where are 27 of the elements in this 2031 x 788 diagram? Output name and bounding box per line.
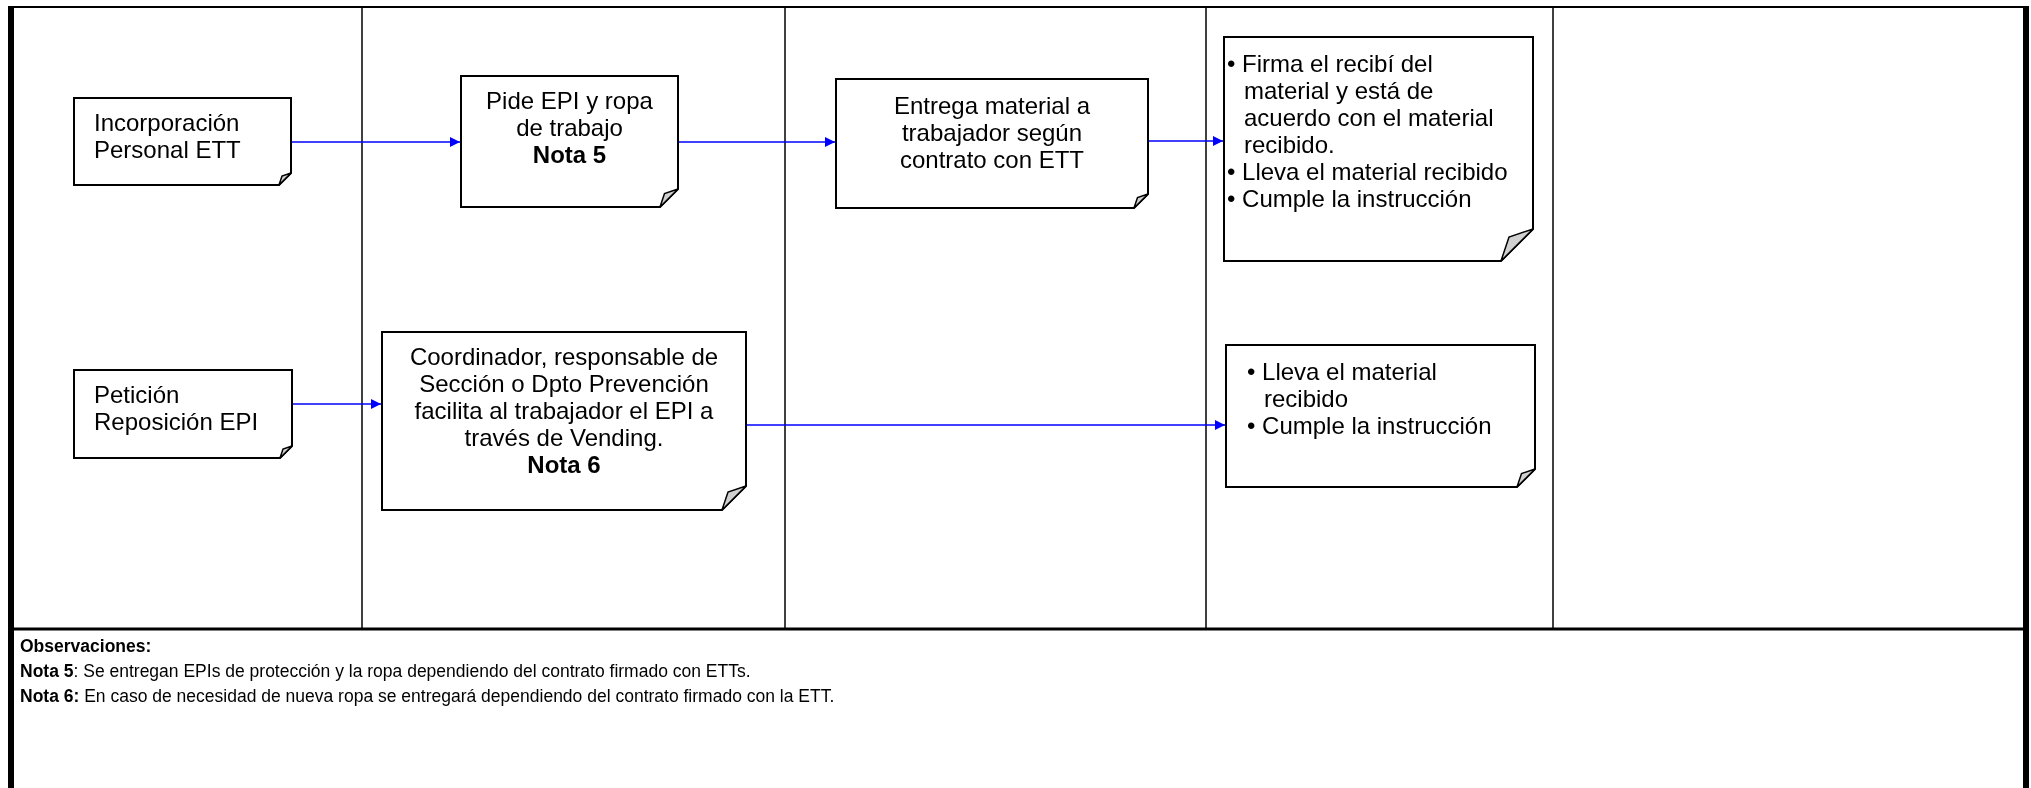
- note-box: [381, 331, 747, 511]
- list-item: • Firma el recibí del material y está de acuerdo con el material recibido.: [1227, 50, 1495, 158]
- section-heading: Observaciones:: [20, 635, 152, 658]
- note-reference: Nota 5: [532, 141, 607, 168]
- step-text: Petición Reposición EPI: [94, 381, 260, 435]
- arrow: [291, 137, 461, 147]
- note-box: [1225, 344, 1536, 488]
- step-text: Entrega material a trabajador según contrato con ETT: [892, 92, 1092, 173]
- note-reference: Nota 6: [527, 451, 601, 478]
- step-text: Pide EPI y ropa de trabajo: [485, 87, 654, 141]
- note-box: [73, 97, 292, 186]
- arrow: [1148, 136, 1224, 146]
- step-text: Incorporación Personal ETT: [94, 109, 242, 163]
- step-text: Coordinador, responsable de Sección o Dpto Prevención facilita al trabajador el EPI a través de Vending.: [408, 343, 720, 451]
- list-item: • Lleva el material recibido: [1247, 358, 1438, 412]
- note-box: [73, 369, 293, 459]
- note-box: [1223, 36, 1534, 262]
- list-item: • Cumple la instrucción: [1247, 412, 1493, 439]
- arrow: [678, 137, 836, 147]
- note-text: Nota 6: En caso de necesidad de nueva ropa se entregará dependiendo del contrato firmado con la ETT.: [20, 685, 835, 708]
- note-box: [460, 75, 679, 208]
- list-item: • Cumple la instrucción: [1227, 185, 1473, 212]
- note-box: [835, 78, 1149, 209]
- note-text: Nota 5: Se entregan EPIs de protección y la ropa dependiendo del contrato firmado con ETTs.: [20, 660, 751, 683]
- arrow: [292, 399, 382, 409]
- list-item: • Lleva el material recibido: [1227, 158, 1509, 185]
- arrow: [746, 420, 1226, 430]
